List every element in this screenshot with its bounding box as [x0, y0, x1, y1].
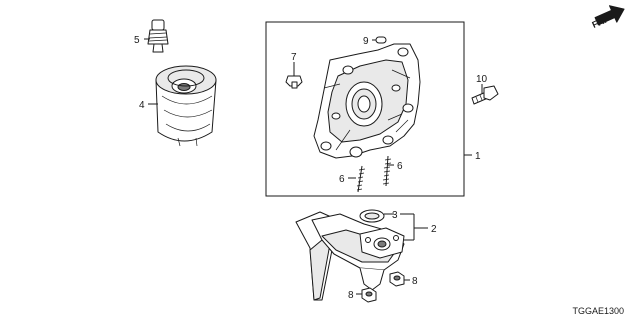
part-6-stud-right	[382, 155, 392, 187]
part-2-strainer	[295, 211, 405, 301]
front-direction-arrow: FR.	[590, 5, 625, 30]
callout-8-right: 8	[412, 276, 418, 287]
callout-1: 1	[475, 151, 481, 162]
callout-2: 2	[431, 224, 437, 235]
callout-6-left: 6	[339, 174, 345, 185]
diagram-code: TGGAE1300	[572, 306, 624, 316]
assembly-box	[265, 21, 465, 197]
callout-10: 10	[476, 74, 488, 85]
part-8-nut-right	[389, 271, 405, 287]
part-5-fitting	[147, 19, 169, 53]
part-1-oil-pump	[313, 43, 421, 159]
callout-8-left: 8	[348, 290, 354, 301]
leader-lines	[144, 38, 483, 295]
callout-6-right: 6	[397, 161, 403, 172]
part-8-nut-left	[361, 287, 377, 303]
part-4-oil-filter	[155, 65, 217, 147]
callout-5: 5	[134, 35, 140, 46]
part-9-dowel-pin	[375, 36, 387, 44]
part-6-stud-left	[356, 165, 366, 193]
callout-4: 4	[139, 100, 145, 111]
part-10-flange-bolt	[471, 85, 499, 105]
callout-7: 7	[291, 52, 297, 63]
callout-3: 3	[392, 210, 398, 221]
part-3-o-ring	[359, 209, 385, 223]
callout-9: 9	[363, 36, 369, 47]
part-7-bolt	[285, 75, 303, 89]
